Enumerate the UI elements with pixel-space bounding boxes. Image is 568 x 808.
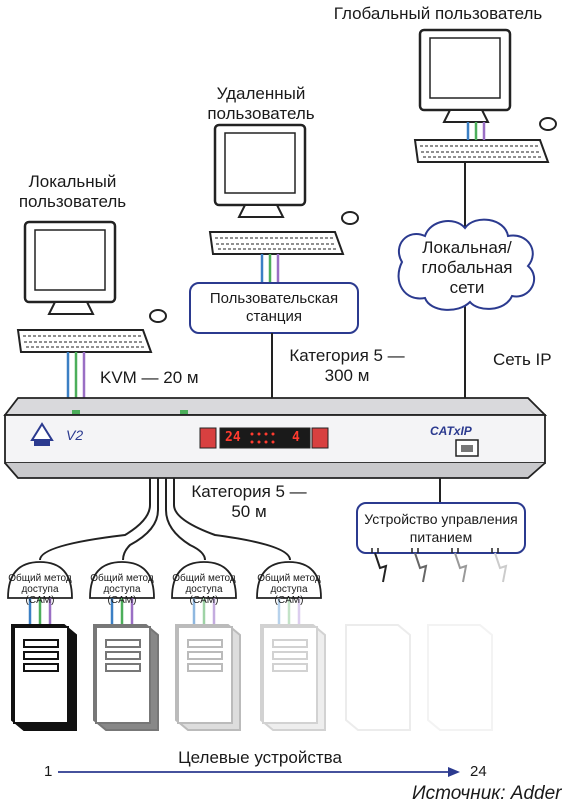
target-server-icon-4: [260, 624, 326, 731]
brand-text: CATxIP: [430, 424, 473, 438]
targets-range-arrow: [58, 767, 460, 777]
cam-dome-1: [7, 561, 73, 599]
cam-label-1: Общий метод доступа (CAM): [8, 573, 72, 606]
cam-label-3-text: Общий метод доступа (CAM): [172, 573, 236, 606]
power-cord-icons: [371, 548, 508, 583]
cam-label-4-text: Общий метод доступа (CAM): [257, 573, 321, 606]
user-station-box: [189, 282, 359, 334]
ip-link-label: Сеть IP: [493, 350, 552, 369]
display-left: 24: [225, 430, 241, 445]
local-user-computer-icon: [16, 220, 167, 353]
power-unit-box: [356, 502, 526, 554]
target-server-icon-6: [427, 624, 493, 731]
network-cloud-label: Локальная/ глобальная сети: [412, 238, 522, 298]
targets-label: Целевые устройства: [178, 748, 342, 767]
svg-text:V2: V2: [66, 427, 83, 443]
cam-dome-3: [171, 561, 237, 599]
source-caption: Источник: Adder: [412, 783, 562, 804]
display-right: 4: [292, 430, 300, 445]
cat5-50-link-label: Категория 5 — 50 м: [186, 482, 312, 522]
cam-label-3: Общий метод доступа (CAM): [172, 573, 236, 606]
targets-range-start: 1: [44, 763, 53, 780]
local-user-label: Локальный пользователь: [10, 172, 135, 212]
target-server-icon-1: [11, 624, 77, 731]
targets-range-end: 24: [470, 763, 487, 780]
user-station-label: Пользовательская станция: [192, 290, 356, 326]
cam-label-2: Общий метод доступа (CAM): [90, 573, 154, 606]
cat5-50-link-label-text: Категория 5 — 50 м: [191, 482, 307, 521]
remote-user-label: Удаленный пользователь: [196, 84, 326, 124]
cam-dome-2: [89, 561, 155, 599]
target-server-icon-5: [345, 624, 411, 731]
target-server-icon-2: [93, 624, 159, 731]
remote-user-computer-icon: [208, 123, 359, 255]
user-station-label-text: Пользовательская станция: [209, 290, 339, 325]
kvm-switch-device: V2 CATxIP: [3, 397, 548, 479]
target-server-icon-3: [175, 624, 241, 731]
cam-label-1-text: Общий метод доступа (CAM): [8, 573, 72, 606]
cam-label-4: Общий метод доступа (CAM): [257, 573, 321, 606]
cat5-300-link-label-text: Категория 5 — 300 м: [289, 346, 405, 385]
cat5-300-link-label: Категория 5 — 300 м: [282, 346, 412, 386]
cam-label-2-text: Общий метод доступа (CAM): [90, 573, 154, 606]
remote-user-label-text: Удаленный пользователь: [207, 84, 315, 123]
local-user-label-text: Локальный пользователь: [18, 172, 127, 211]
network-cloud-label-text: Локальная/ глобальная сети: [421, 238, 513, 297]
global-user-computer-icon: [413, 28, 557, 163]
power-unit-label: Устройство управления питанием: [360, 510, 522, 546]
power-unit-label-text: Устройство управления питанием: [364, 511, 518, 545]
network-cloud-shape: [397, 218, 535, 311]
kvm-link-label: KVM — 20 м: [100, 368, 199, 387]
global-user-label: Глобальный пользователь: [333, 4, 543, 23]
cam-dome-4: [256, 561, 322, 599]
